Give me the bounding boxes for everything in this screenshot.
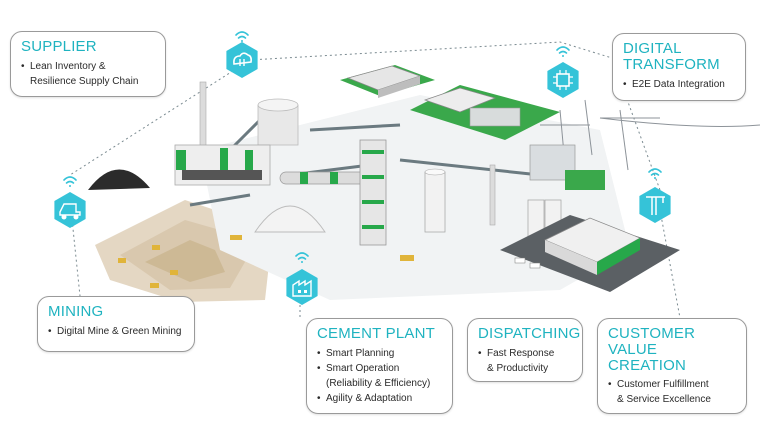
customer-value-title: CUSTOMER VALUE CREATION bbox=[608, 326, 736, 374]
digital-transform-callout: DIGITAL TRANSFORM E2E Data Integration bbox=[612, 33, 746, 101]
list-item: & Service Excellence bbox=[617, 394, 711, 405]
list-item: Agility & Adaptation bbox=[317, 391, 442, 406]
list-item: Smart Operation bbox=[317, 361, 442, 376]
customer-value-list: Customer Fulfillment & Service Excellenc… bbox=[608, 377, 736, 407]
dispatching-list: Fast Response & Productivity bbox=[478, 346, 572, 376]
digital-transform-list: E2E Data Integration bbox=[623, 77, 735, 92]
cloud-sync-icon bbox=[226, 42, 258, 78]
title-line: CUSTOMER VALUE bbox=[608, 325, 696, 358]
list-item: & Productivity bbox=[487, 363, 549, 374]
dome-storage bbox=[254, 205, 326, 233]
coal-pile bbox=[88, 169, 150, 190]
wifi-icon bbox=[63, 31, 662, 263]
supplier-list: Lean Inventory & Resilience Supply Chain bbox=[21, 59, 155, 89]
chimney-mid bbox=[489, 164, 496, 226]
office-building-top bbox=[340, 65, 435, 98]
dispatch-warehouse bbox=[500, 215, 680, 292]
substation bbox=[540, 99, 761, 171]
list-item: Customer Fulfillment bbox=[608, 377, 736, 392]
factory-icon bbox=[286, 269, 318, 305]
kiln bbox=[279, 171, 371, 185]
silo-left bbox=[257, 98, 299, 146]
digital-transform-title: DIGITAL TRANSFORM bbox=[623, 41, 735, 73]
list-item: (Reliability & Efficiency) bbox=[326, 378, 431, 389]
supplier-title: SUPPLIER bbox=[21, 38, 97, 55]
title-line: CREATION bbox=[608, 357, 686, 374]
list-item: Resilience Supply Chain bbox=[30, 76, 139, 87]
chip-icon bbox=[547, 62, 579, 98]
list-item: E2E Data Integration bbox=[623, 77, 735, 92]
cement-plant-list: Smart Planning Smart Operation (Reliabil… bbox=[317, 346, 442, 406]
processing-block bbox=[174, 144, 271, 186]
list-item: Fast Response bbox=[478, 346, 572, 361]
substation-equipment bbox=[529, 144, 605, 190]
control-building-top bbox=[410, 85, 560, 140]
mining-truck-icon bbox=[54, 192, 86, 228]
title-line: TRANSFORM bbox=[623, 56, 720, 73]
list-item: Smart Planning bbox=[317, 346, 442, 361]
list-item: Digital Mine & Green Mining bbox=[48, 324, 184, 339]
dispatching-callout: DISPATCHING Fast Response & Productivity bbox=[467, 318, 583, 382]
mining-title: MINING bbox=[48, 303, 104, 320]
supplier-callout: SUPPLIER Lean Inventory & Resilience Sup… bbox=[10, 31, 166, 97]
tall-silos bbox=[424, 168, 562, 245]
mining-list: Digital Mine & Green Mining bbox=[48, 324, 184, 339]
dispatching-title: DISPATCHING bbox=[478, 325, 581, 342]
tower-crane-icon bbox=[639, 187, 671, 223]
mining-callout: MINING Digital Mine & Green Mining bbox=[37, 296, 195, 352]
cement-plant-callout: CEMENT PLANT Smart Planning Smart Operat… bbox=[306, 318, 453, 414]
title-line: DIGITAL bbox=[623, 40, 682, 57]
list-item: Lean Inventory & bbox=[21, 59, 155, 74]
customer-value-callout: CUSTOMER VALUE CREATION Customer Fulfill… bbox=[597, 318, 747, 414]
preheater-tower bbox=[359, 139, 387, 246]
cement-plant-title: CEMENT PLANT bbox=[317, 325, 435, 342]
